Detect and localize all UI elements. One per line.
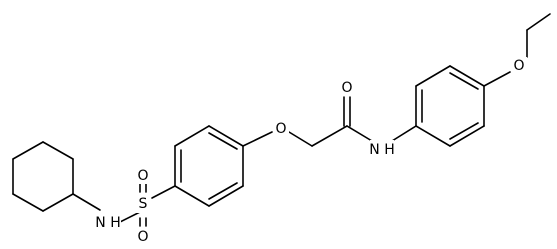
- bond-cyclohexyl-nh: [72, 193, 101, 211]
- bond-phenyl-o-ethoxy: [483, 71, 511, 87]
- svg-text:N H: N H: [95, 215, 120, 231]
- atom-label-o-carbonyl: O: [339, 78, 355, 96]
- atom-label-o-aryl-ether: O: [273, 119, 289, 137]
- atom-label-nh-sulfonamide: N H: [95, 213, 121, 231]
- svg-text:O: O: [513, 58, 524, 74]
- atom-label-o-sulfonyl-bottom: O: [135, 227, 151, 245]
- phenyl-ring-right: [415, 65, 485, 147]
- atom-label-o-sulfonyl-top: O: [135, 166, 151, 184]
- svg-text:N H: N H: [369, 142, 394, 158]
- atom-label-s-sulfonyl: S: [135, 193, 151, 213]
- svg-text:O: O: [137, 229, 148, 245]
- svg-text:S: S: [139, 196, 148, 212]
- bond-o-ch2: [288, 131, 313, 147]
- svg-text:O: O: [137, 168, 148, 184]
- atom-label-nh-amide: N H: [369, 140, 395, 158]
- atom-label-o-ethoxy: O: [512, 57, 527, 74]
- svg-text:O: O: [275, 121, 286, 137]
- phenyl-ring-central: [174, 125, 244, 207]
- bond-ethyl: [526, 13, 551, 31]
- cyclohexyl-ring: [12, 141, 74, 212]
- bond-s-phenyl: [151, 185, 176, 199]
- bond-nh-phenyl: [391, 125, 417, 142]
- bond-ch2-carbonyl: [311, 125, 348, 147]
- svg-text:O: O: [341, 80, 352, 96]
- bond-carbonyl-nh: [346, 125, 373, 142]
- bond-phenyl-o: [242, 131, 273, 147]
